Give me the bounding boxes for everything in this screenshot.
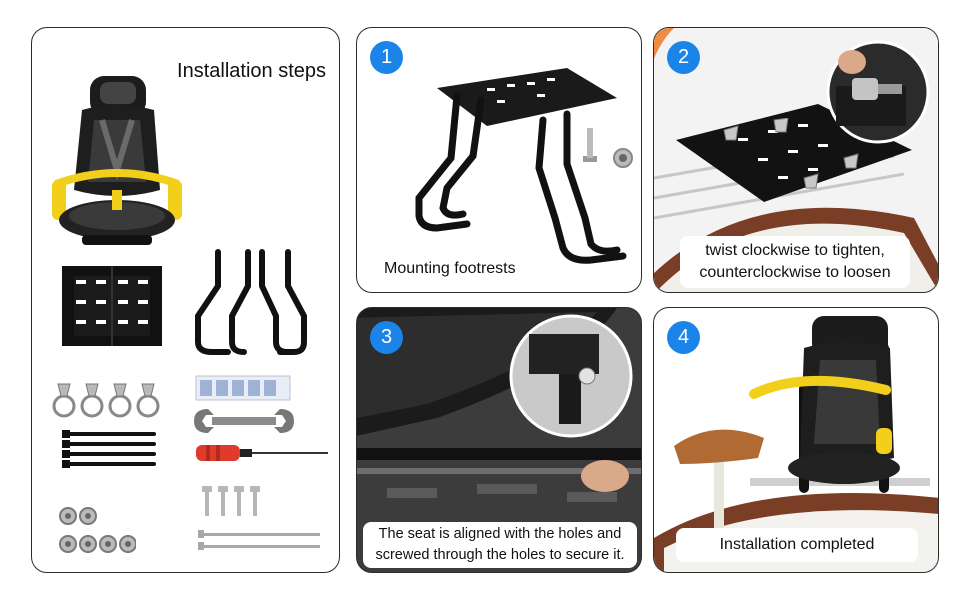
mounting-plate-icon: [415, 68, 627, 264]
step-3-badge: 3: [370, 321, 403, 354]
step-2-caption-line-1: twist clockwise to tighten,: [705, 242, 885, 259]
step-1-caption: Mounting footrests: [384, 260, 516, 277]
step-3-caption: The seat is aligned with the holes and s…: [363, 522, 637, 568]
step-2-caption: twist clockwise to tighten, counterclock…: [680, 236, 910, 288]
hex-nut-icon: [613, 148, 633, 168]
step-4-panel: 4 Installation completed: [653, 307, 939, 573]
step-4-caption: Installation completed: [676, 528, 918, 562]
components-panel: Installation steps: [31, 27, 340, 573]
wrench-icon: [194, 409, 294, 433]
child-seat-icon: [52, 76, 182, 245]
step-2-caption-line-2: counterclockwise to loosen: [699, 264, 891, 281]
long-bolt-icon: [198, 530, 320, 550]
butterfly-nut-icon: [826, 40, 930, 144]
panel-title: Installation steps: [177, 60, 326, 82]
step-2-panel: 2 twist clockwise to tighten, counterclo…: [653, 27, 939, 293]
step-4-caption-text: Installation completed: [719, 536, 875, 553]
step-1-badge: 1: [370, 41, 403, 74]
adhesive-pad-icon: [195, 375, 291, 401]
step-4-badge: 4: [667, 321, 700, 354]
cable-tie-icon: [62, 430, 156, 468]
step-1-panel: 1 Mounting footrests: [356, 27, 642, 293]
hex-nut-icon: [59, 507, 136, 553]
bolt-icon: [583, 128, 597, 162]
bolt-icon: [202, 486, 260, 516]
butterfly-nut-icon: [723, 118, 859, 189]
mounting-plate-icon: [62, 266, 162, 346]
footrest-bracket-icon: [195, 249, 307, 355]
step-3-caption-line-2: screwed through the holes to secure it.: [375, 547, 625, 563]
screwdriver-icon: [196, 445, 328, 461]
butterfly-nut-icon: [52, 383, 160, 418]
step-2-badge: 2: [667, 41, 700, 74]
bolt-icon: [509, 314, 633, 438]
step-3-caption-line-1: The seat is aligned with the holes and: [378, 526, 622, 542]
step-3-panel: 3 The seat is aligned with the holes and…: [356, 307, 642, 573]
